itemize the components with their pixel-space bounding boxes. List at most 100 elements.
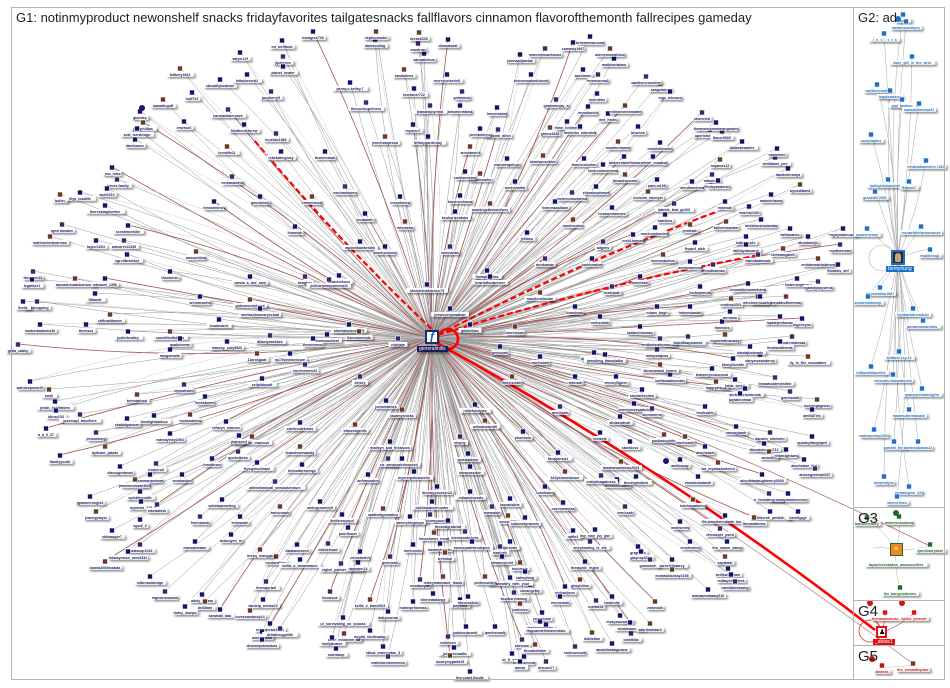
graph-node[interactable]: tlwnhbahtmaie (743, 251, 773, 263)
graph-node[interactable]: dasthelmswya (774, 165, 802, 177)
graph-node[interactable]: quokidkeos (226, 448, 250, 460)
graph-node[interactable]: naomimnl (767, 145, 787, 157)
graph-node[interactable]: dotsy_wunpa (172, 603, 198, 615)
graph-node[interactable]: danielp_rembs23 (246, 596, 280, 608)
graph-node[interactable]: lilyp_loadlife (64, 189, 96, 201)
graph-node[interactable]: planet_heater (268, 63, 298, 75)
graph-node[interactable]: kseagree733 (300, 28, 326, 40)
graph-node[interactable]: cbfenjhing (513, 568, 537, 580)
graph-node[interactable]: n_hmbdmaghmrz (754, 490, 784, 502)
graph-node[interactable]: mgmsnsmanim (152, 588, 178, 600)
graph-node[interactable]: pmnflower (337, 524, 359, 536)
graph-node[interactable]: mgnymbimoaas (829, 225, 857, 237)
graph-node[interactable]: dailymanna (376, 608, 400, 620)
graph-node[interactable]: mllbayemheima (716, 571, 746, 583)
graph-node[interactable]: mrefashionmaryschad (239, 305, 281, 317)
graph-node[interactable]: mlahdisagatnsss (584, 472, 618, 484)
graph-node[interactable]: alnndhtadaughtemry0000 (737, 471, 787, 483)
graph-node[interactable]: egrelifwnisksl (111, 251, 143, 263)
graph-node[interactable]: mkedahisk (146, 501, 168, 513)
graph-node[interactable]: dallasbeauties (726, 138, 758, 150)
g4-hub-node[interactable]: ♟ (876, 626, 887, 638)
graph-node[interactable]: shelsteindkitchen75 (406, 281, 448, 293)
graph-node[interactable]: lkabiltlaaynamds (670, 333, 706, 345)
graph-node[interactable]: nanadingoff (150, 96, 176, 108)
graph-node[interactable]: emnhh2100 (738, 203, 760, 215)
graph-node[interactable]: mnrtaskisdsay2158 (653, 566, 691, 578)
graph-node[interactable]: nthwyn_mtoneo (211, 418, 241, 430)
graph-node[interactable]: wolf2610 (97, 185, 117, 197)
graph-node[interactable]: mchaeljsnn (553, 583, 577, 595)
graph-node[interactable]: kellia_a_tariaemanm (279, 556, 321, 568)
graph-node[interactable]: eighel_palmer_rhoclm (319, 560, 363, 572)
hub-node[interactable]: ƒ (425, 330, 439, 344)
graph-node[interactable]: beaghes (296, 273, 314, 285)
graph-node[interactable]: mndrsa2001 (719, 295, 743, 307)
graph-node[interactable]: emersoll (174, 118, 194, 130)
graph-node[interactable]: shabidgamore (113, 415, 141, 427)
graph-node[interactable]: ahdnbhmjb (797, 233, 819, 245)
graph-node[interactable]: jossmayl_travellers (59, 411, 101, 423)
graph-node[interactable]: thu_samm_samp (712, 538, 742, 550)
graph-node[interactable]: tjbrsmfo (500, 538, 520, 550)
graph-node[interactable]: sarseletgaarsy (656, 556, 688, 568)
graph-node[interactable]: luxurymypaint15 (433, 652, 467, 664)
graph-node[interactable]: mt_wellfood (269, 37, 295, 49)
graph-node[interactable]: devikaman (534, 255, 556, 267)
graph-node[interactable]: mactionsforbar (524, 289, 556, 301)
graph-node[interactable]: mfmmorn (703, 171, 721, 183)
graph-node[interactable]: tahhmanbs (779, 225, 801, 237)
graph-node[interactable]: jmmoimmg (85, 429, 106, 441)
graph-node[interactable]: ahdenrnblmfhmm (608, 153, 640, 165)
graph-node[interactable]: mardrow (409, 40, 427, 52)
graph-node[interactable]: scestimcelolle (112, 222, 144, 234)
g2-hub-node[interactable] (891, 250, 905, 265)
graph-node[interactable]: mfdkntswfmmmnmn (642, 335, 678, 347)
graph-node[interactable]: eorelnemen32 (291, 361, 319, 373)
graph-node[interactable]: nansayjamb (724, 423, 748, 435)
graph-node[interactable]: kellie_e_bmn2004 (352, 596, 388, 608)
graph-node[interactable]: myersrpetotswelrs (395, 468, 433, 480)
graph-node[interactable]: leftsideverd2 (232, 71, 262, 83)
graph-node[interactable]: hbnahnmbnsaa (778, 333, 806, 345)
graph-node[interactable]: seal_iserdesign (120, 125, 154, 137)
graph-node[interactable]: mollytinalee (318, 634, 346, 646)
graph-node[interactable]: masssy_sufy5820 (210, 338, 244, 350)
graph-node[interactable]: glaynsp380a (628, 548, 654, 560)
graph-node[interactable]: lly_in_the_mountains (786, 353, 830, 365)
graph-node[interactable]: justinhealley (113, 328, 143, 340)
graph-node[interactable]: theresklagliseline (85, 202, 125, 214)
graph-node[interactable]: blinar133 (45, 407, 67, 419)
graph-node[interactable]: sidmedaynaosin (509, 514, 541, 526)
graph-node[interactable]: mhaysadjeas (644, 346, 670, 358)
graph-node[interactable]: shitsaager7 (99, 527, 125, 539)
graph-node[interactable]: thoahbs_shf (825, 261, 851, 273)
graph-node[interactable]: lovinlife11 (214, 143, 240, 155)
graph-node[interactable]: thezalrdhihm (521, 641, 549, 653)
graph-node[interactable]: stmerykhyptepn (394, 513, 426, 525)
graph-node[interactable]: sbreklcss (619, 438, 641, 450)
graph-node[interactable]: lovemsmmm (513, 653, 535, 665)
graph-node[interactable]: amnslfra (759, 448, 779, 460)
graph-node[interactable]: jaytabnnmaa (727, 390, 753, 402)
graph-node[interactable]: amaldinstaigmane (594, 640, 630, 652)
graph-node[interactable]: _julietstonadhe (437, 644, 471, 656)
graph-node[interactable]: thenisss (76, 321, 96, 333)
graph-node[interactable]: famihanes (124, 136, 146, 148)
graph-node[interactable]: madsyn_and_theaboxs (369, 438, 411, 450)
graph-node[interactable]: hesaweetamnes (597, 204, 627, 216)
graph-node[interactable]: gideonoorinhsed (233, 296, 267, 308)
graph-node[interactable]: alniaeodeoh (607, 413, 633, 425)
graph-node[interactable]: meamyhooder (427, 540, 453, 552)
graph-node[interactable]: jsmnaadjmelas (505, 51, 535, 63)
graph-node[interactable]: _mtiamotocarts (454, 488, 486, 500)
graph-node[interactable]: jeklonu (518, 229, 536, 241)
graph-node[interactable]: xbmmmrne (642, 405, 662, 417)
graph-node[interactable]: daelistraborrhunter (411, 498, 453, 510)
graph-node[interactable]: sonil (41, 386, 57, 398)
graph-node[interactable]: bebouyen_m (219, 531, 243, 543)
graph-node[interactable]: shndsthesimo (628, 386, 656, 398)
graph-node[interactable]: nbjejaja (388, 335, 408, 347)
graph-node[interactable]: mrghb_nmdinaday (353, 627, 387, 639)
graph-node[interactable]: mktngcountry5 (305, 498, 335, 510)
